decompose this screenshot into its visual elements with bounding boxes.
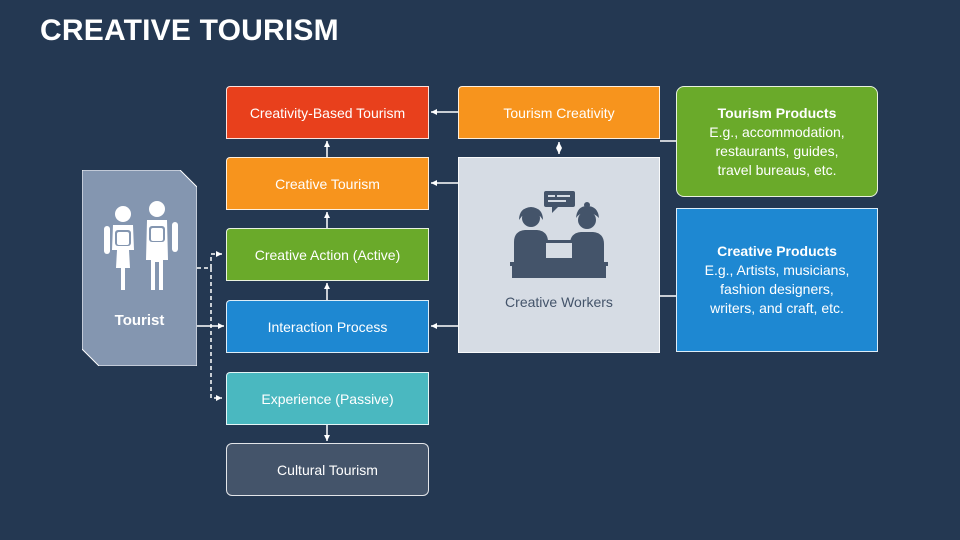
tourism-products-line-1: E.g., accommodation,: [709, 123, 845, 140]
tourist-panel: Tourist: [81, 169, 198, 367]
cultural-tourism-box: Cultural Tourism: [226, 443, 429, 496]
tourism-products-line-3: travel bureaus, etc.: [717, 161, 837, 178]
page-title: CREATIVE TOURISM: [40, 14, 339, 47]
interaction-process-label: Interaction Process: [267, 318, 388, 335]
creativity-based-tourism-box: Creativity-Based Tourism: [226, 86, 429, 139]
creative-products-line-3: writers, and craft, etc.: [710, 300, 844, 316]
tourism-products-line-2: restaurants, guides,: [715, 142, 839, 159]
creative-action-label: Creative Action (Active): [254, 246, 401, 263]
tourism-products-box: Tourism Products E.g., accommodation, re…: [676, 86, 878, 197]
creative-tourism-box: Creative Tourism: [226, 157, 429, 210]
experience-label: Experience (Passive): [261, 390, 394, 407]
creative-workers-panel: Creative Workers: [458, 157, 660, 353]
creative-action-box: Creative Action (Active): [226, 228, 429, 281]
creative-workers-icon: [510, 191, 608, 278]
tourists-icon: [104, 201, 178, 290]
experience-box: Experience (Passive): [226, 372, 429, 425]
interaction-process-box: Interaction Process: [226, 300, 429, 353]
cultural-tourism-label: Cultural Tourism: [277, 461, 378, 478]
creative-tourism-label: Creative Tourism: [275, 175, 380, 192]
creative-products-line-1: E.g., Artists, musicians,: [704, 262, 850, 278]
tourist-label: Tourist: [114, 312, 165, 329]
dashed-branch-down: [210, 268, 222, 401]
tourism-creativity-box: Tourism Creativity: [458, 86, 660, 139]
creative-products-line-2: fashion designers,: [720, 281, 834, 297]
creativity-based-tourism-label: Creativity-Based Tourism: [249, 104, 406, 121]
tourism-products-heading: Tourism Products: [717, 104, 837, 121]
tourist-panel-shape: [81, 169, 198, 367]
creative-workers-label: Creative Workers: [505, 294, 613, 310]
dashed-branch: [197, 251, 222, 269]
creative-products-heading: Creative Products: [717, 243, 837, 259]
creative-products-box: Creative Products E.g., Artists, musicia…: [676, 208, 878, 352]
tourism-creativity-label: Tourism Creativity: [503, 104, 615, 121]
